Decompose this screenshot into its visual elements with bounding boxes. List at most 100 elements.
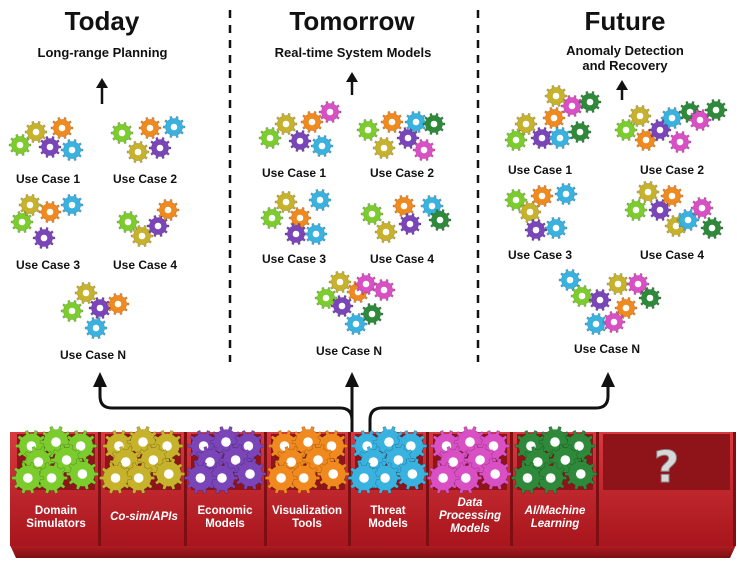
component-tray: ?	[10, 426, 736, 558]
gear-icon	[449, 462, 482, 494]
gear-icon	[660, 184, 684, 208]
arrow-up-today	[96, 78, 108, 104]
gear-icon	[156, 198, 180, 222]
gear-icon	[564, 458, 597, 490]
gear-icon	[32, 226, 56, 250]
gear-icon	[284, 222, 308, 246]
gear-icon	[35, 462, 68, 494]
gear-icon	[578, 90, 602, 114]
gear-icon	[50, 116, 74, 140]
gear-icon	[688, 108, 712, 132]
tray-divider	[596, 432, 599, 546]
column-title-tomorrow: Tomorrow	[289, 6, 415, 36]
gear-icon	[116, 210, 140, 234]
gear-icon	[570, 284, 594, 308]
use-case-label-today-3: Use Case 3	[16, 258, 81, 272]
tray-label-cosim-apis: Co-sim/APIs	[110, 511, 178, 523]
gear-icon	[479, 458, 512, 490]
gear-icon	[524, 218, 548, 242]
gear-icon	[624, 198, 648, 222]
use-case-label-future-4: Use Case 4	[640, 248, 705, 262]
tray-divider	[510, 432, 513, 546]
column-subtitle-future: Anomaly Detection and Recovery	[540, 43, 710, 73]
arrowhead-today	[93, 372, 107, 387]
column-subtitle-future-line1: Anomaly Detection	[566, 43, 684, 58]
gear-icon	[372, 278, 396, 302]
gear-icon	[184, 462, 217, 494]
column-subtitle-future-line2: and Recovery	[582, 58, 668, 73]
gear-icon	[554, 182, 578, 206]
gear-icon	[668, 130, 692, 154]
gear-icon	[614, 296, 638, 320]
gear-icon	[544, 84, 568, 108]
gear-icon	[318, 100, 342, 124]
column-title-today: Today	[64, 6, 140, 36]
gear-icon	[11, 462, 45, 494]
gear-icon	[344, 312, 368, 336]
gear-icon	[24, 120, 48, 144]
gear-icon	[636, 180, 660, 204]
tray-divider	[264, 432, 267, 546]
gear-icon	[130, 224, 154, 248]
gear-icon	[88, 296, 112, 320]
gear-icon	[634, 128, 658, 152]
use-case-label-future-2: Use Case 2	[640, 163, 705, 177]
gear-icon	[308, 188, 332, 212]
gear-icon	[568, 120, 592, 144]
column-subtitle-tomorrow: Real-time System Models	[274, 45, 432, 60]
tray-compartment	[603, 434, 730, 490]
gear-icon	[162, 115, 186, 139]
arrow-up-tomorrow	[346, 72, 358, 95]
gear-icon	[372, 136, 396, 160]
gear-icon	[126, 140, 150, 164]
use-case-label-tomorrow-2: Use Case 2	[370, 166, 435, 180]
use-case-label-future-3: Use Case 3	[508, 248, 573, 262]
gear-icon	[310, 134, 334, 158]
arrowhead-tomorrow	[345, 372, 359, 387]
gear-icon	[304, 222, 328, 246]
use-case-label-future-1: Use Case 1	[508, 163, 573, 177]
gear-icon	[511, 462, 544, 494]
gear-icon	[380, 110, 404, 134]
gear-icon	[392, 194, 416, 218]
tray-divider	[733, 432, 736, 546]
gear-icon	[544, 216, 568, 240]
gear-icon	[288, 129, 312, 153]
gear-icon	[18, 193, 42, 217]
gear-icon	[360, 202, 384, 226]
use-case-label-tomorrow-n: Use Case N	[316, 344, 383, 358]
gear-icon	[354, 272, 378, 296]
use-case-label-today-4: Use Case 4	[113, 258, 178, 272]
gear-icon	[38, 135, 62, 159]
gear-icon	[60, 193, 84, 217]
gear-icon	[10, 210, 34, 234]
gear-icon	[360, 302, 384, 326]
gear-icon	[704, 98, 728, 122]
gear-icon	[264, 462, 298, 494]
use-case-label-today-2: Use Case 2	[113, 172, 178, 186]
gear-clusters	[8, 84, 728, 340]
connector-to-today	[98, 385, 354, 432]
gear-icon	[558, 268, 582, 292]
tray-divider	[98, 432, 101, 546]
gear-icon	[412, 138, 436, 162]
gear-icon	[602, 310, 626, 334]
connector-to-future	[368, 385, 610, 432]
gear-icon	[518, 200, 542, 224]
gear-icon	[300, 110, 324, 134]
use-case-label-tomorrow-1: Use Case 1	[262, 166, 327, 180]
gear-icon	[404, 110, 428, 134]
gear-icon	[330, 294, 354, 318]
gear-icon	[74, 281, 98, 305]
use-case-label-tomorrow-3: Use Case 3	[262, 252, 327, 266]
gear-icon	[314, 286, 338, 310]
tray-divider	[348, 432, 351, 546]
gear-icon	[648, 118, 672, 142]
gear-icon	[614, 118, 638, 142]
